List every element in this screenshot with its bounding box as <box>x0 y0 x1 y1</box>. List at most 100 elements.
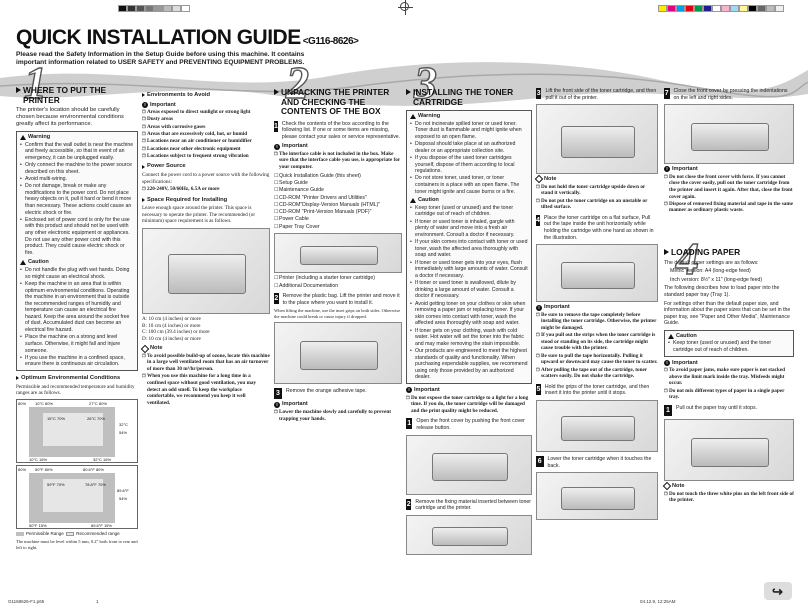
inch-version: Inch version: 8½" x 11" (long-edge feed) <box>670 276 763 283</box>
warning-label: Warning <box>28 134 51 140</box>
list-item: If your skin comes into contact with ton… <box>410 239 528 259</box>
list-item: If toner gets on your clothing, wash wit… <box>410 328 528 348</box>
temperature-humidity-chart-celsius: 80% 10°C 80% 27°C 80% 15°C 70% 26°C 70% … <box>16 398 138 463</box>
step-text: Lower the toner cartridge when it touche… <box>547 456 652 469</box>
list-item: Do not store toner, used toner, or toner… <box>410 175 528 195</box>
list-item: 220-240V, 50/60Hz, 6.5A or more <box>142 186 270 193</box>
step-number-badge: 5 <box>536 383 541 395</box>
caution-list: Do not handle the plug with wet hands. D… <box>20 267 134 368</box>
list-item: Do not close the front cover with force.… <box>664 174 794 200</box>
list-item: Areas exposed to direct sunlight or stro… <box>142 109 270 116</box>
note-label: Note <box>672 482 685 489</box>
list-item: Power Cable <box>274 216 402 223</box>
caution-triangle-icon <box>668 333 674 339</box>
section-number-3: 3 <box>413 56 437 108</box>
important-label: Important <box>414 387 440 394</box>
note-list: To avoid possible build-up of ozone, loc… <box>142 353 270 406</box>
list-item: Do not hold the toner cartridge upside d… <box>536 184 658 197</box>
list-item: Our products are engineered to meet the … <box>410 348 528 381</box>
box-contents-checklist: Quick Installation Guide (this sheet) Se… <box>274 173 402 231</box>
list-item: If you use the machine in a confined spa… <box>20 355 134 368</box>
power-spec-list: 220-240V, 50/60Hz, 6.5A or more <box>142 186 270 193</box>
chart-tick: 32°C 15% <box>93 456 112 462</box>
list-item: Quick Installation Guide (this sheet) <box>274 173 402 180</box>
env-title: Environments to Avoid <box>147 92 211 98</box>
arrow-right-icon <box>664 249 669 256</box>
arrow-right-icon <box>142 93 145 98</box>
chart-tick: 10°C 80% <box>35 400 54 406</box>
list-item: Be sure to remove the tape completely be… <box>536 312 658 332</box>
caution-heading: Caution <box>668 333 790 340</box>
list-item: If you dispose of the used toner cartrid… <box>410 155 528 175</box>
list-item: If toner or used toner is inhaled, gargl… <box>410 219 528 239</box>
important-icon: ! <box>664 359 670 366</box>
important-list: To avoid paper jams, make sure paper is … <box>664 367 794 401</box>
avoid-list: Areas exposed to direct sunlight or stro… <box>142 109 270 159</box>
list-item: Do not damage, break or make any modific… <box>20 183 134 216</box>
step-text: Open the front cover by pushing the fron… <box>416 418 525 431</box>
important-heading: !Important <box>664 166 794 173</box>
metric-version: Metric version: A4 (long-edge feed) <box>670 268 751 275</box>
note-list: Do not hold the toner cartridge upside d… <box>536 184 658 211</box>
registration-crosshair-icon <box>398 0 413 15</box>
arrow-right-icon <box>142 197 145 202</box>
warning-label: Warning <box>418 113 441 119</box>
section-1-continued-column: Environments to Avoid !Important Areas e… <box>140 88 270 406</box>
step-text: Remove the plastic bag. Lift the printer… <box>282 293 400 306</box>
section-1-column: WHERE TO PUT THE PRINTER The printer's l… <box>16 85 138 551</box>
chart-tick: 78.8°F 70% <box>85 481 106 487</box>
chart-tick: 50°F 15% <box>29 522 47 528</box>
note-heading: Note <box>662 481 794 491</box>
step-text: Remove the fixing material inserted betw… <box>415 498 532 512</box>
section-2-column: UNPACKING THE PRINTER AND CHECKING THE C… <box>274 87 402 422</box>
chart-tick: 27°C 80% <box>89 400 108 406</box>
important-heading: !Important <box>406 387 532 394</box>
list-item: Do not incinerate spilled toner or used … <box>410 121 528 141</box>
step-number-badge: 1 <box>664 404 672 416</box>
list-item: Do not touch the three white pins on the… <box>664 491 794 504</box>
close-front-cover-illustration <box>664 104 794 165</box>
legend-swatch <box>16 531 24 536</box>
note-label: Note <box>544 176 557 183</box>
important-icon: ! <box>664 166 670 173</box>
important-icon: ! <box>274 143 280 150</box>
legend-permissible: Permissible Range <box>26 530 64 536</box>
warning-heading: Warning <box>20 134 134 141</box>
paper-tray-cover-illustration <box>274 233 402 274</box>
section-1-title: WHERE TO PUT THE PRINTER <box>23 85 107 105</box>
list-item: If you pull out the strips when the tone… <box>536 332 658 352</box>
note-heading: Note <box>140 344 270 353</box>
optimum-text: Permissible and recommended temperature … <box>16 383 135 397</box>
section-3-column: INSTALLING THE TONER CARTRIDGE Warning D… <box>406 87 532 555</box>
list-item: Keep the machine in an area that is with… <box>20 281 134 334</box>
space-list: A: 10 cm (4 inches) or more B: 10 cm (4 … <box>142 316 270 342</box>
chart-tick: 15°C 70% <box>47 415 66 421</box>
step-number-badge: 6 <box>536 456 544 467</box>
list-item: Do not expose the toner cartridge to a l… <box>406 395 532 415</box>
legend-swatch <box>66 531 75 536</box>
list-item: If toner or used toner is swallowed, dil… <box>410 280 528 300</box>
chart-tick: 80% <box>18 466 27 472</box>
list-item: Avoid getting toner on your clothes or s… <box>410 301 528 327</box>
list-item: Printer (including a starter toner cartr… <box>274 275 402 282</box>
recommended-zone <box>43 479 104 512</box>
power-text: Connect the power cord to a power source… <box>142 172 270 185</box>
warning-box: Warning Confirm that the wall outlet is … <box>16 131 138 371</box>
toner-warning-box: Warning Do not incinerate spilled toner … <box>406 110 532 385</box>
step-number-badge: 2 <box>406 498 412 510</box>
arrow-right-icon <box>142 164 145 169</box>
document-code: <G116-8626> <box>302 36 359 47</box>
list-item: Keep toner (used or unused) and the tone… <box>410 205 528 218</box>
section-2-title: UNPACKING THE PRINTER AND CHECKING THE C… <box>281 87 390 116</box>
step-text: Close the front cover by pressing the in… <box>673 88 788 101</box>
pull-tape-illustration <box>536 244 658 303</box>
list-item: Locations near an air conditioner or hum… <box>142 138 270 145</box>
list-item: CD-ROM"Display-Version Manuals (HTML)" <box>274 202 402 209</box>
important-label: Important <box>282 401 308 408</box>
section-3-title: INSTALLING THE TONER CARTRIDGE <box>413 87 514 107</box>
print-registration-marks <box>0 0 808 15</box>
